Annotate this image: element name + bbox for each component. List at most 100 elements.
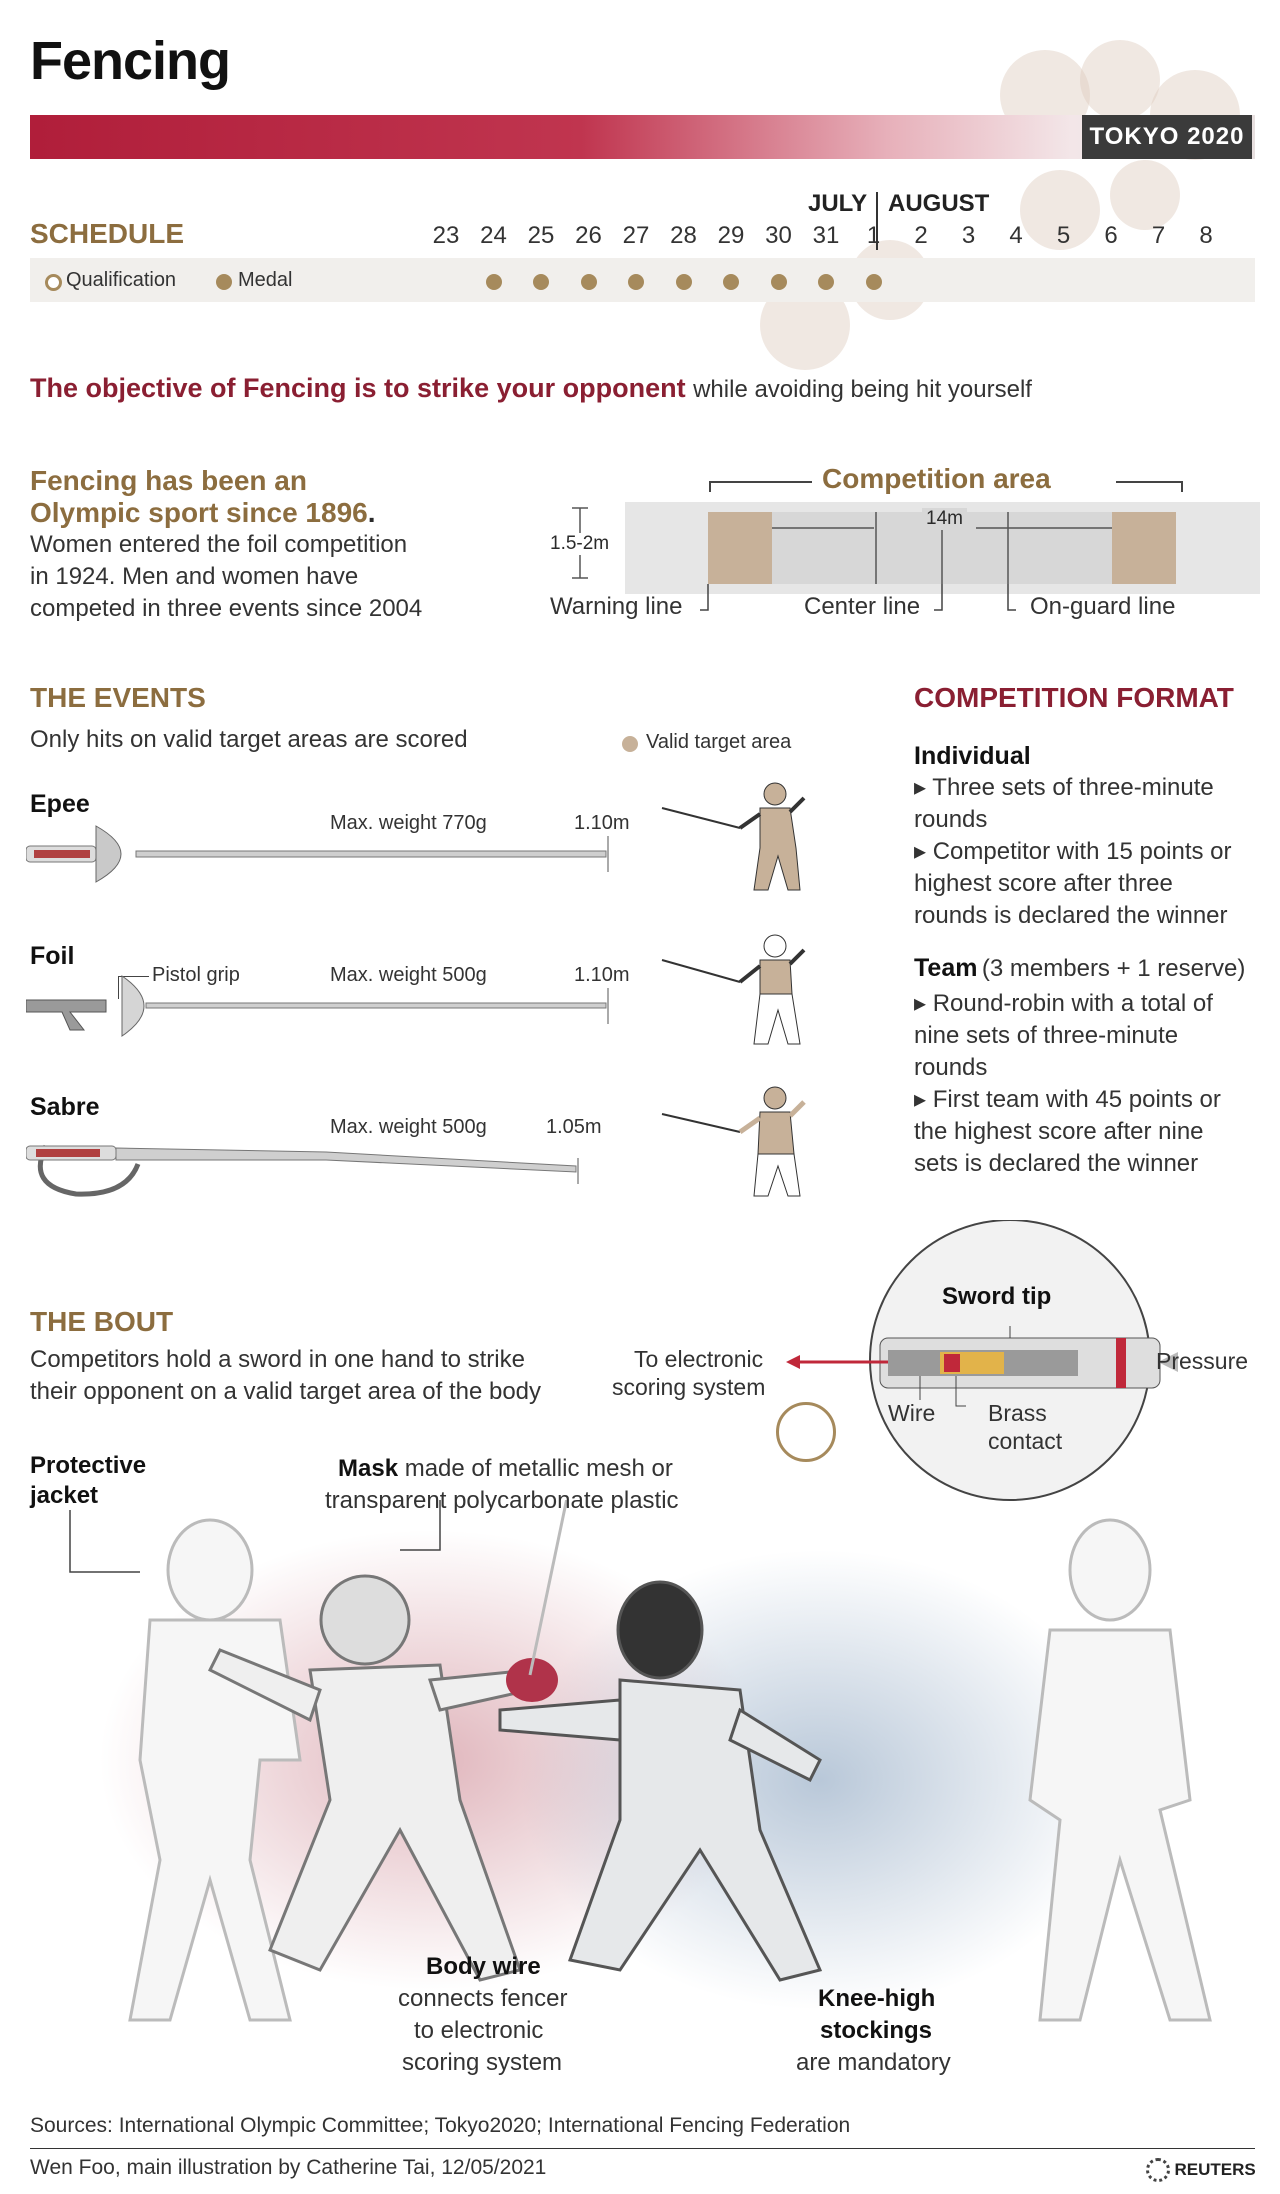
objective-sentence: The objective of Fencing is to strike yo…: [30, 373, 1032, 404]
to-electronic-label-1: To electronic: [634, 1346, 764, 1372]
mask-label-line-2: transparent polycarbonate plastic: [325, 1487, 679, 1514]
flower-decoration: [1080, 40, 1160, 120]
reuters-logo-text: REUTERS: [1174, 2160, 1256, 2179]
warning-line-label: Warning line: [550, 593, 683, 620]
history-line-2: in 1924. Men and women have: [30, 563, 359, 590]
team-bullet-1-line-3: rounds: [914, 1054, 988, 1081]
history-bold-1: Fencing has been an: [30, 465, 307, 496]
bout-line-2: their opponent on a valid target area of…: [30, 1378, 542, 1405]
individual-bullet-2-line-2: highest score after three: [914, 870, 1173, 897]
schedule-day-label: 2: [914, 222, 928, 249]
format-block: Individual ▸ Three sets of three-minute …: [914, 740, 1274, 1180]
history-block: Fencing has been an Olympic sport since …: [30, 465, 422, 625]
medal-event-dot: [818, 274, 834, 290]
body-wire-label-1: connects fencer: [398, 1985, 568, 2012]
credit: Wen Foo, main illustration by Catherine …: [30, 2156, 547, 2179]
objective-rest: while avoiding being hit yourself: [693, 376, 1032, 403]
mask-label-line-1: Mask made of metallic mesh or: [338, 1454, 673, 1484]
foil-name: Foil: [30, 942, 75, 970]
flower-decoration: [1110, 160, 1180, 230]
qualification-legend-icon: [45, 274, 62, 291]
pistol-grip-label: Pistol grip: [152, 964, 240, 986]
mask-label-bold: Mask: [338, 1455, 399, 1482]
header-bar: [30, 115, 1255, 159]
sabre-length: 1.05m: [546, 1116, 602, 1138]
schedule-day-label: 23: [432, 222, 460, 249]
medal-event-dot: [675, 274, 692, 290]
team-bullet-1-line-1: ▸ Round-robin with a total of: [914, 990, 1213, 1017]
epee-sword-icon: [26, 825, 609, 883]
objective-bold: The objective of Fencing is to strike yo…: [30, 373, 686, 403]
body-wire-label-3: scoring system: [402, 2049, 563, 2076]
center-line-label: Center line: [804, 593, 921, 620]
stockings-label-1: Knee-high: [818, 1985, 936, 2012]
to-electronic-label-2: scoring system: [612, 1374, 766, 1400]
brass-contact-label-1: Brass: [988, 1400, 1047, 1426]
schedule-day-label: 31: [812, 222, 840, 249]
history-period: .: [367, 497, 376, 528]
valid-target-legend-icon: [622, 736, 638, 752]
schedule-day-label: 6: [1104, 222, 1118, 249]
reuters-logo-icon: [1146, 2158, 1170, 2182]
medal-legend-label: Medal: [238, 269, 293, 291]
individual-bullet-1-line-1: ▸ Three sets of three-minute: [914, 774, 1214, 801]
team-bullet-2-line-2: the highest score after nine: [914, 1118, 1204, 1145]
schedule-day-label: 7: [1151, 222, 1166, 249]
month-divider: [876, 192, 878, 250]
foil-weight: Max. weight 500g: [330, 964, 487, 986]
epee-fencer-icon: [661, 782, 806, 891]
sabre-sword-icon: [26, 1144, 579, 1197]
foil-length: 1.10m: [574, 964, 630, 986]
brass-contact-label-2: contact: [988, 1428, 1063, 1454]
schedule-day-label: 26: [575, 222, 602, 249]
medal-legend-icon: [216, 274, 232, 290]
schedule-day-label: 8: [1199, 222, 1213, 249]
schedule-day-label: 24: [480, 222, 507, 249]
bout-illustration: [69, 1500, 1212, 2022]
sources: Sources: International Olympic Committee…: [30, 2114, 851, 2137]
individual-bullet-2-line-1: ▸ Competitor with 15 points or: [914, 838, 1232, 865]
schedule-day-label: 3: [961, 222, 976, 249]
history-line-3: competed in three events since 2004: [30, 595, 423, 622]
area-width-label: 1.5-2m: [550, 533, 610, 555]
sabre-fencer-icon: [661, 1086, 806, 1197]
competition-area-title: Competition area: [822, 463, 1051, 494]
body-wire-label-2: to electronic: [414, 2017, 544, 2044]
sabre-weight: Max. weight 500g: [330, 1116, 487, 1138]
sword-tip-label: Sword tip: [942, 1283, 1052, 1310]
jacket-label-2: jacket: [30, 1482, 99, 1509]
schedule-day-label: 28: [670, 222, 697, 249]
schedule-day-label: 25: [527, 222, 555, 249]
valid-target-legend-label: Valid target area: [646, 731, 792, 753]
page-title: Fencing: [30, 31, 231, 91]
tokyo-badge: TOKYO 2020: [1082, 115, 1252, 159]
zoom-circle: [776, 1402, 836, 1462]
schedule-day-label: 1: [866, 222, 881, 249]
epee-name: Epee: [30, 790, 90, 818]
epee-length: 1.10m: [574, 812, 630, 834]
team-title: Team: [914, 954, 978, 982]
pistol-grip-leader: [118, 976, 149, 999]
month-july: JULY: [808, 190, 868, 217]
qualification-legend-label: Qualification: [66, 269, 177, 291]
reuters-logo: REUTERS: [1146, 2158, 1256, 2184]
team-bullet-2-line-3: sets is declared the winner: [914, 1150, 1199, 1177]
epee-weight: Max. weight 770g: [330, 812, 487, 834]
individual-bullet-1-line-2: rounds: [914, 806, 988, 833]
area-length-label: 14m: [922, 508, 967, 530]
body-wire-label-bold: Body wire: [426, 1953, 541, 1980]
medal-event-dot: [533, 274, 549, 290]
medal-event-dot: [865, 274, 882, 290]
pressure-label: Pressure: [1156, 1348, 1249, 1374]
jacket-label-1: Protective: [30, 1452, 147, 1479]
schedule-day-label: 29: [717, 222, 745, 249]
foil-fencer-icon: [661, 934, 806, 1045]
medal-event-dot: [485, 274, 502, 290]
team-bullet-1-line-2: nine sets of three-minute: [914, 1022, 1179, 1049]
events-title: THE EVENTS: [30, 682, 206, 713]
on-guard-line-label: On-guard line: [1030, 593, 1176, 620]
bout-title: THE BOUT: [30, 1306, 174, 1337]
foil-sword-icon: [26, 975, 609, 1037]
format-title: COMPETITION FORMAT: [914, 682, 1234, 713]
